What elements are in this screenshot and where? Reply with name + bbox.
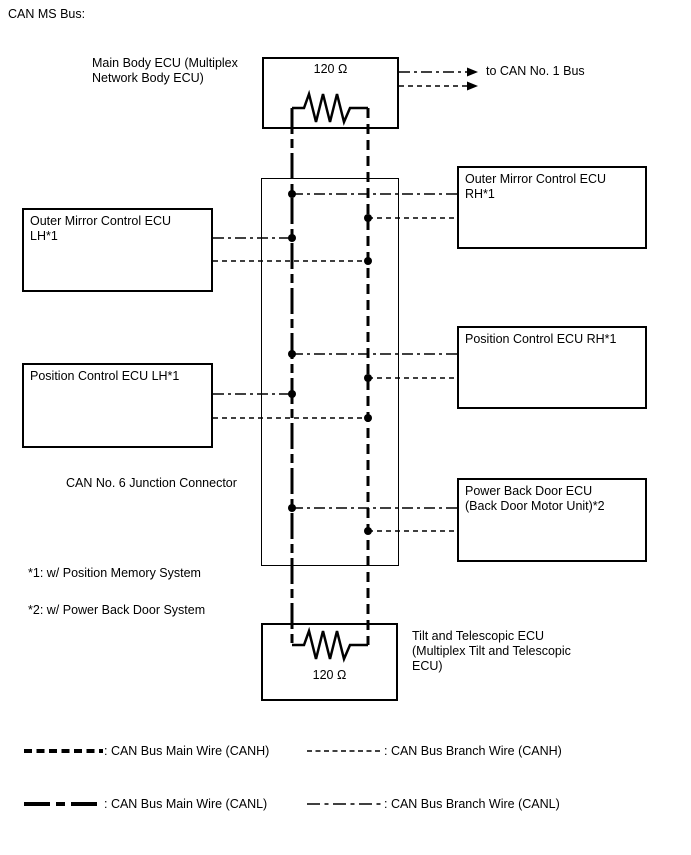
main-body-ecu-label: Main Body ECU (Multiplex Network Body EC… <box>92 56 238 85</box>
note-power-back-door: *2: w/ Power Back Door System <box>28 603 206 617</box>
diagram-title: CAN MS Bus: <box>8 7 86 21</box>
bottom-resistor-value: 120 Ω <box>312 668 347 682</box>
position-control-ecu-rh-box: Position Control ECU RH*1 <box>457 326 647 409</box>
bottom-terminator-box: 120 Ω <box>261 623 398 701</box>
position-control-ecu-rh-label: Position Control ECU RH*1 <box>465 332 617 346</box>
outer-mirror-control-ecu-lh-label: Outer Mirror Control ECU LH*1 <box>30 214 171 243</box>
legend-main-canh-label: : CAN Bus Main Wire (CANH) <box>104 744 270 758</box>
position-control-ecu-lh-box: Position Control ECU LH*1 <box>22 363 213 448</box>
top-resistor-value: 120 Ω <box>313 62 348 76</box>
outer-mirror-control-ecu-rh-box: Outer Mirror Control ECU RH*1 <box>457 166 647 249</box>
power-back-door-ecu-label: Power Back Door ECU (Back Door Motor Uni… <box>465 484 605 513</box>
to-can-no1-bus-label: to CAN No. 1 Bus <box>486 64 585 78</box>
position-control-ecu-lh-label: Position Control ECU LH*1 <box>30 369 180 383</box>
tilt-telescopic-ecu-label: Tilt and Telescopic ECU (Multiplex Tilt … <box>412 629 571 673</box>
junction-connector-label: CAN No. 6 Junction Connector <box>66 476 237 490</box>
outer-mirror-control-ecu-lh-box: Outer Mirror Control ECU LH*1 <box>22 208 213 292</box>
top-terminator-box: 120 Ω <box>262 57 399 129</box>
power-back-door-ecu-box: Power Back Door ECU (Back Door Motor Uni… <box>457 478 647 562</box>
note-position-memory: *1: w/ Position Memory System <box>28 566 201 580</box>
outer-mirror-control-ecu-rh-label: Outer Mirror Control ECU RH*1 <box>465 172 606 201</box>
to-can1-canh-arrow-icon <box>467 81 478 91</box>
legend-branch-canl-label: : CAN Bus Branch Wire (CANL) <box>384 797 560 811</box>
to-can1-canl-arrow-icon <box>467 67 478 77</box>
legend-main-canl-label: : CAN Bus Main Wire (CANL) <box>104 797 268 811</box>
junction-connector-box <box>261 178 399 566</box>
legend-branch-canh-label: : CAN Bus Branch Wire (CANH) <box>384 744 562 758</box>
